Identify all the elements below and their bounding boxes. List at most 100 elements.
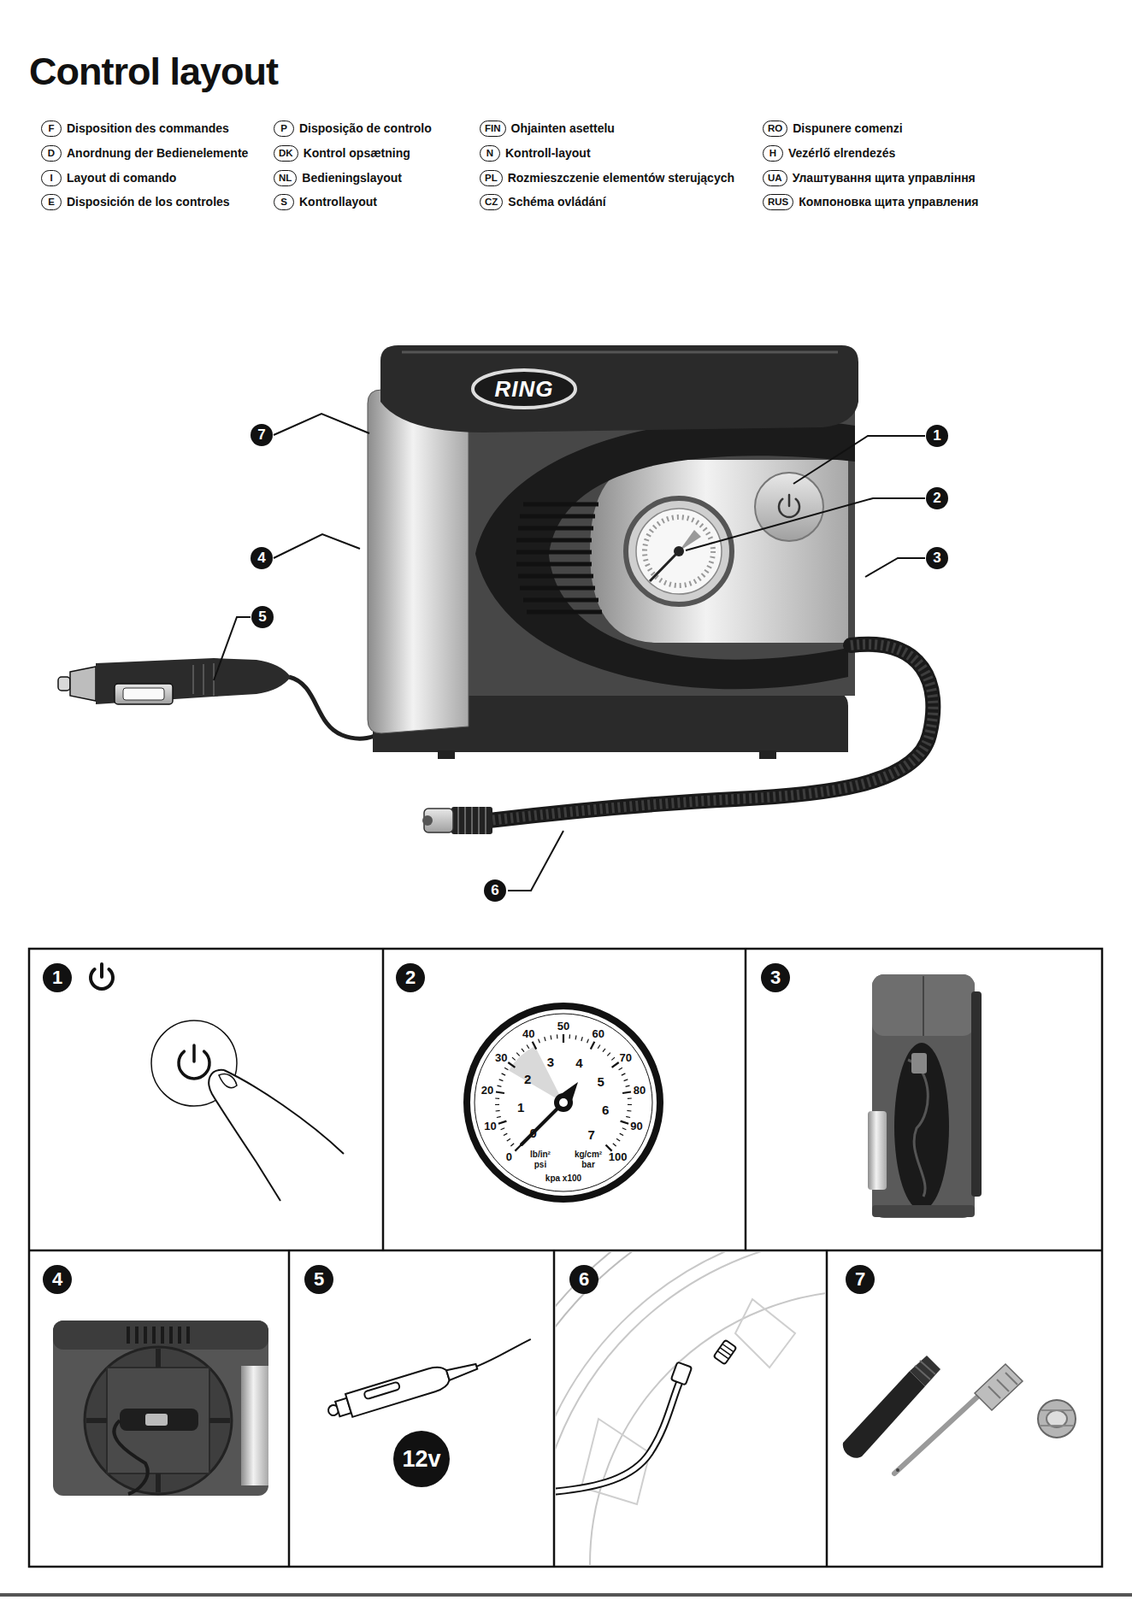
gauge-unit: kg/cm² bbox=[574, 1149, 602, 1160]
callout-number: 7 bbox=[250, 424, 273, 447]
gauge-tick bbox=[619, 1067, 623, 1071]
press-button-drawing-part bbox=[218, 1074, 237, 1089]
cigarette-plug-part bbox=[95, 658, 291, 705]
gauge-dial-part bbox=[474, 1014, 653, 1192]
gauge-tick bbox=[612, 1062, 620, 1068]
code-text: CZ bbox=[484, 196, 498, 207]
language-code: D bbox=[41, 145, 62, 162]
language-name: Улаштування щита управління bbox=[792, 170, 976, 185]
number-text: 6 bbox=[490, 882, 499, 900]
cigarette-plug bbox=[58, 658, 291, 705]
cigarette-plug-part bbox=[193, 663, 214, 696]
gauge-tick bbox=[495, 1110, 501, 1113]
code-text: N bbox=[486, 147, 494, 159]
bottom-view-cord-storage-part bbox=[53, 1320, 269, 1497]
gauge-tick bbox=[625, 1116, 631, 1118]
panel-grid-part bbox=[825, 1250, 829, 1568]
gauge-tick bbox=[574, 1035, 577, 1040]
bottom-view-cord-storage-part bbox=[86, 1349, 230, 1493]
adapter-set-part bbox=[988, 1373, 1018, 1399]
wheel-valve-drawing-part bbox=[555, 1379, 681, 1492]
panel-number: 3 bbox=[760, 963, 791, 993]
press-button-drawing-part bbox=[208, 1070, 281, 1202]
side-view-hose-storage-part bbox=[872, 974, 975, 1037]
gauge-tick bbox=[606, 1145, 613, 1152]
wheel-valve-drawing-part bbox=[671, 1362, 692, 1386]
language-code: FIN bbox=[479, 120, 507, 137]
wheel-valve-drawing-part bbox=[555, 1252, 826, 1567]
compressor-body bbox=[367, 345, 859, 760]
code-text: S bbox=[280, 196, 288, 207]
wheel-valve-drawing-part-part bbox=[713, 1340, 737, 1366]
number-text: 3 bbox=[770, 966, 781, 990]
language-name: Kontroll-layout bbox=[505, 146, 591, 160]
gauge-tick bbox=[495, 1097, 500, 1100]
language-name: Disposición de los controles bbox=[66, 194, 230, 209]
wheel-valve-drawing-part bbox=[555, 1252, 826, 1567]
gauge-tick bbox=[504, 1067, 508, 1071]
number-text: 7 bbox=[257, 426, 266, 444]
press-button-drawing bbox=[151, 1020, 344, 1202]
gauge-tick bbox=[521, 1049, 525, 1053]
side-view-hose-storage-part bbox=[907, 1060, 928, 1197]
gauge-tick bbox=[538, 1039, 541, 1044]
adapter-set-part bbox=[843, 1371, 926, 1459]
code-text: E bbox=[47, 196, 55, 207]
wheel-valve-drawing bbox=[555, 1252, 826, 1567]
psi-scale-number: 0 bbox=[506, 1150, 513, 1164]
bottom-view-cord-storage bbox=[53, 1320, 269, 1497]
callout-number: 2 bbox=[925, 487, 949, 510]
language-name: Disposição de controlo bbox=[299, 121, 432, 136]
gauge-tick bbox=[568, 1034, 571, 1039]
adapter-set-part bbox=[1037, 1400, 1076, 1439]
panel-number: 4 bbox=[42, 1265, 72, 1295]
code-text: P bbox=[280, 123, 288, 134]
bar-scale-number: 3 bbox=[547, 1055, 555, 1070]
language-name: Kontrol opsætning bbox=[303, 146, 411, 160]
panel-grid-part bbox=[288, 1250, 291, 1568]
gauge-tick bbox=[611, 1057, 615, 1061]
pressure-gauge bbox=[625, 498, 732, 605]
bar-scale-number: 1 bbox=[517, 1100, 525, 1115]
press-button-drawing-part bbox=[208, 1070, 344, 1202]
pressure-gauge-part bbox=[649, 551, 679, 582]
gauge-tick bbox=[556, 1034, 559, 1039]
side-view-hose-storage bbox=[867, 974, 982, 1219]
plug-drawing-part bbox=[473, 1339, 534, 1368]
code-text: NL bbox=[278, 172, 292, 183]
number-text: 1 bbox=[52, 966, 63, 990]
power-button-part bbox=[754, 472, 824, 542]
gauge-tick bbox=[512, 1057, 516, 1061]
language-code: F bbox=[41, 120, 62, 137]
psi-scale-number: 90 bbox=[630, 1120, 643, 1133]
number-text: 2 bbox=[932, 489, 941, 508]
panel-grid-part bbox=[553, 1250, 556, 1568]
side-view-hose-storage-part bbox=[922, 976, 925, 1037]
panel-number: 5 bbox=[304, 1265, 334, 1295]
air-hose-part bbox=[489, 644, 933, 821]
bar-scale-number: 5 bbox=[596, 1074, 604, 1090]
gauge-unit: bar bbox=[581, 1160, 596, 1170]
gauge-tick bbox=[581, 1037, 583, 1042]
side-view-hose-storage-part bbox=[894, 1043, 950, 1211]
air-hose bbox=[422, 644, 933, 835]
bar-scale-number: 2 bbox=[524, 1072, 531, 1087]
gauge-tick bbox=[620, 1121, 630, 1125]
compressor-body-part bbox=[589, 459, 849, 643]
cigarette-plug-part bbox=[70, 666, 96, 702]
gauge-tick bbox=[495, 1092, 505, 1095]
adapter-set bbox=[843, 1356, 1076, 1474]
language-name: Schéma ovládání bbox=[507, 194, 606, 209]
code-text: PL bbox=[484, 172, 498, 183]
bar-scale-number: 4 bbox=[575, 1055, 583, 1071]
language-code: DK bbox=[273, 145, 299, 162]
gauge-tick bbox=[597, 1045, 601, 1050]
panel-number: 7 bbox=[845, 1265, 875, 1295]
language-name: Компоновка щита управления bbox=[798, 194, 979, 209]
gauge-tick bbox=[590, 1042, 596, 1050]
air-hose-part bbox=[451, 807, 493, 835]
gauge-tick bbox=[501, 1073, 507, 1076]
number-text: 1 bbox=[932, 427, 941, 445]
bottom-view-cord-storage-part bbox=[84, 1347, 232, 1495]
language-code: UA bbox=[762, 170, 788, 187]
